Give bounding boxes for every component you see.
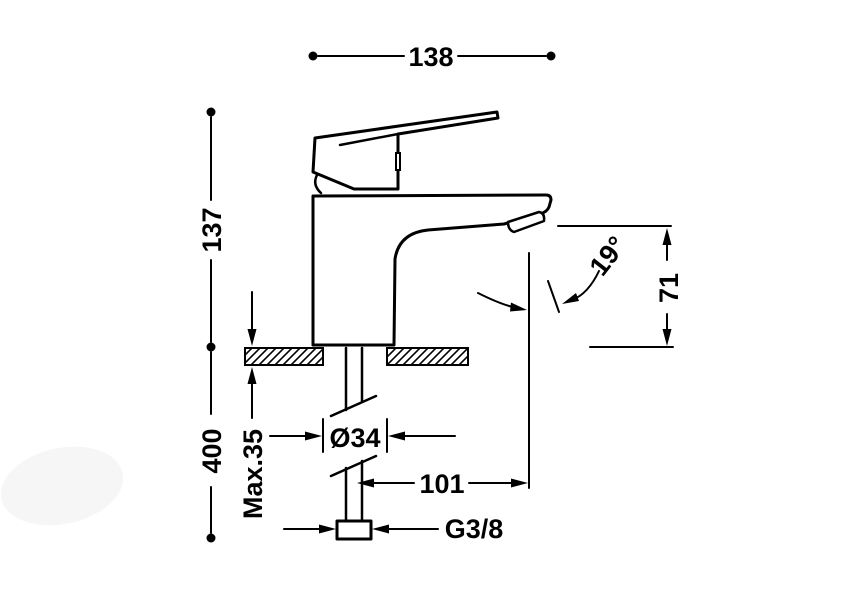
deck-slab-right [386,347,469,366]
handle-top-edge-line [338,132,400,147]
angle-arc-left-arrowhead [510,302,527,312]
dim-d34-left-arrowhead [305,431,322,441]
dim-138-dot-left [308,51,318,61]
dim-71-down-arrowhead [662,329,672,346]
dim-71-label: 71 [654,273,684,303]
cartridge-curve [313,173,323,195]
dim-137-label: 137 [197,207,227,252]
dim-d34-label: Ø34 [329,423,380,453]
dim-g38-label: G3/8 [445,514,504,544]
dim-71-up-arrowhead [662,228,672,245]
dim-400-label: 400 [197,428,227,473]
faucet-body [311,193,553,347]
faucet-handle [311,110,500,191]
angle-arc-right-arrowhead [562,293,579,304]
background-smudge [0,446,124,526]
deck-slab-left [244,347,324,366]
pipe-break-mark-lower [329,454,378,478]
dim-max35-label: Max.35 [238,429,268,519]
supply-pipe [344,346,364,523]
angle-arc-left [477,292,514,308]
dim-g38-right-arrowhead [372,524,389,534]
dim-138-dot-right [546,51,556,61]
dim-101-left-arrowhead [357,478,374,488]
dim-101-right-arrowhead [511,478,528,488]
dim-d34-ticks [322,418,388,453]
dim-d34-right-arrowhead [388,431,405,441]
handle-front-clip [395,152,401,171]
dim-max35-down-arrowhead [247,329,257,346]
dim-400-dot-bottom [206,533,216,543]
dim-137-dot-top [206,107,216,117]
dim-g38-left-arrowhead [319,524,336,534]
dim-max35-up-arrowhead [247,367,257,384]
dim-19deg-label: 19° [584,231,633,282]
dim-137-dot-bottom [206,342,216,352]
aerator [506,210,546,234]
hose-connector [335,519,373,541]
stream-angle-tick [547,280,560,313]
dim-138-label: 138 [408,42,453,72]
pipe-break-mark-upper [329,394,378,418]
dim-101-label: 101 [419,469,464,499]
